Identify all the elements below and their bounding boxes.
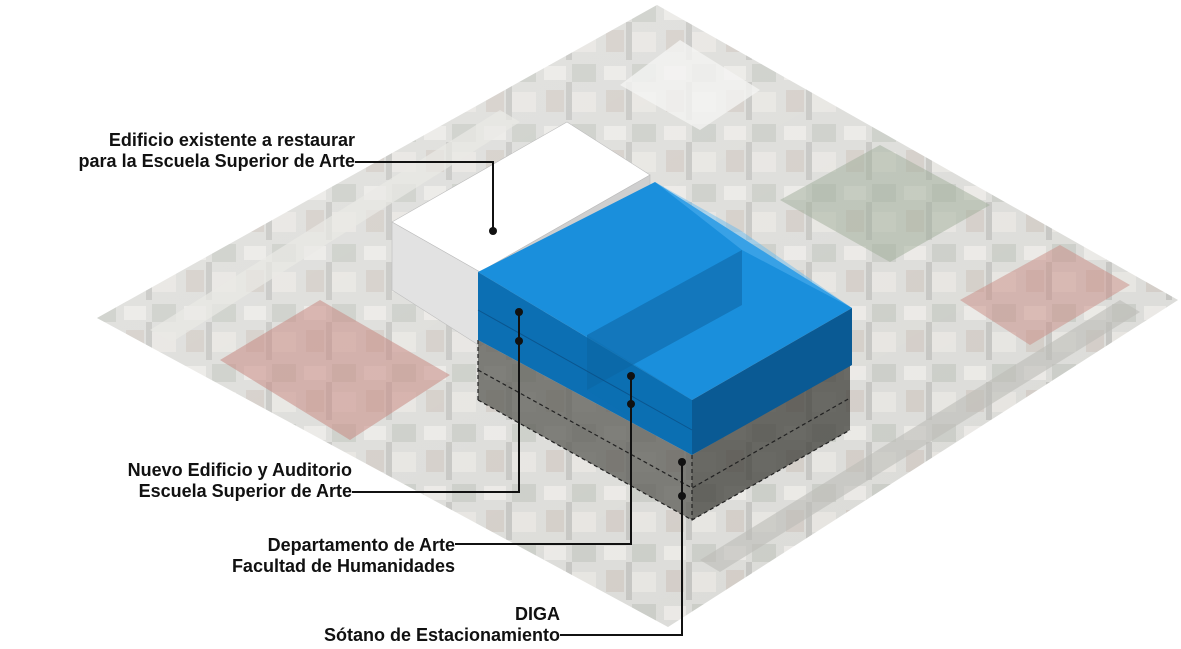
leader-dot (678, 492, 686, 500)
leader-dot (627, 400, 635, 408)
red-roof-block (220, 300, 450, 440)
leader-dot (678, 458, 686, 466)
leader-existing-building (355, 161, 497, 235)
leader-art-department (455, 372, 635, 545)
label-line: Facultad de Humanidades (231, 556, 455, 576)
label-line: Edificio existente a restaurar (108, 130, 355, 150)
label-line: DIGA (515, 604, 560, 624)
white-building-top (620, 40, 760, 130)
leader-dot (627, 372, 635, 380)
upper-volume-face (587, 250, 742, 390)
label-line: Departamento de Arte (267, 535, 455, 555)
upper-volume-top (655, 182, 852, 308)
green-block (780, 145, 990, 262)
road-left (150, 110, 520, 342)
label-line: para la Escuela Superior de Arte (78, 151, 355, 171)
leader-basement (560, 458, 686, 636)
label-line: Sótano de Estacionamiento (323, 625, 560, 645)
label-existing-building: Edificio existente a restaurar para la E… (79, 130, 355, 172)
upper-volume-side (587, 335, 692, 455)
label-art-department: Departamento de Arte Facultad de Humanid… (232, 535, 455, 577)
label-new-building: Nuevo Edificio y Auditorio Escuela Super… (128, 460, 352, 502)
basement-dashed-edge (477, 369, 851, 489)
label-basement: DIGA Sótano de Estacionamiento (324, 604, 560, 646)
new-building-volume (477, 182, 852, 455)
leader-dot (515, 337, 523, 345)
label-line: Escuela Superior de Arte (138, 481, 352, 501)
red-roof-block-2 (960, 245, 1130, 345)
road-right (700, 300, 1140, 572)
leader-dot (489, 227, 497, 235)
label-line: Nuevo Edificio y Auditorio (127, 460, 352, 480)
leader-new-building (352, 308, 523, 493)
leader-dot (515, 308, 523, 316)
basement-volume (477, 340, 851, 521)
